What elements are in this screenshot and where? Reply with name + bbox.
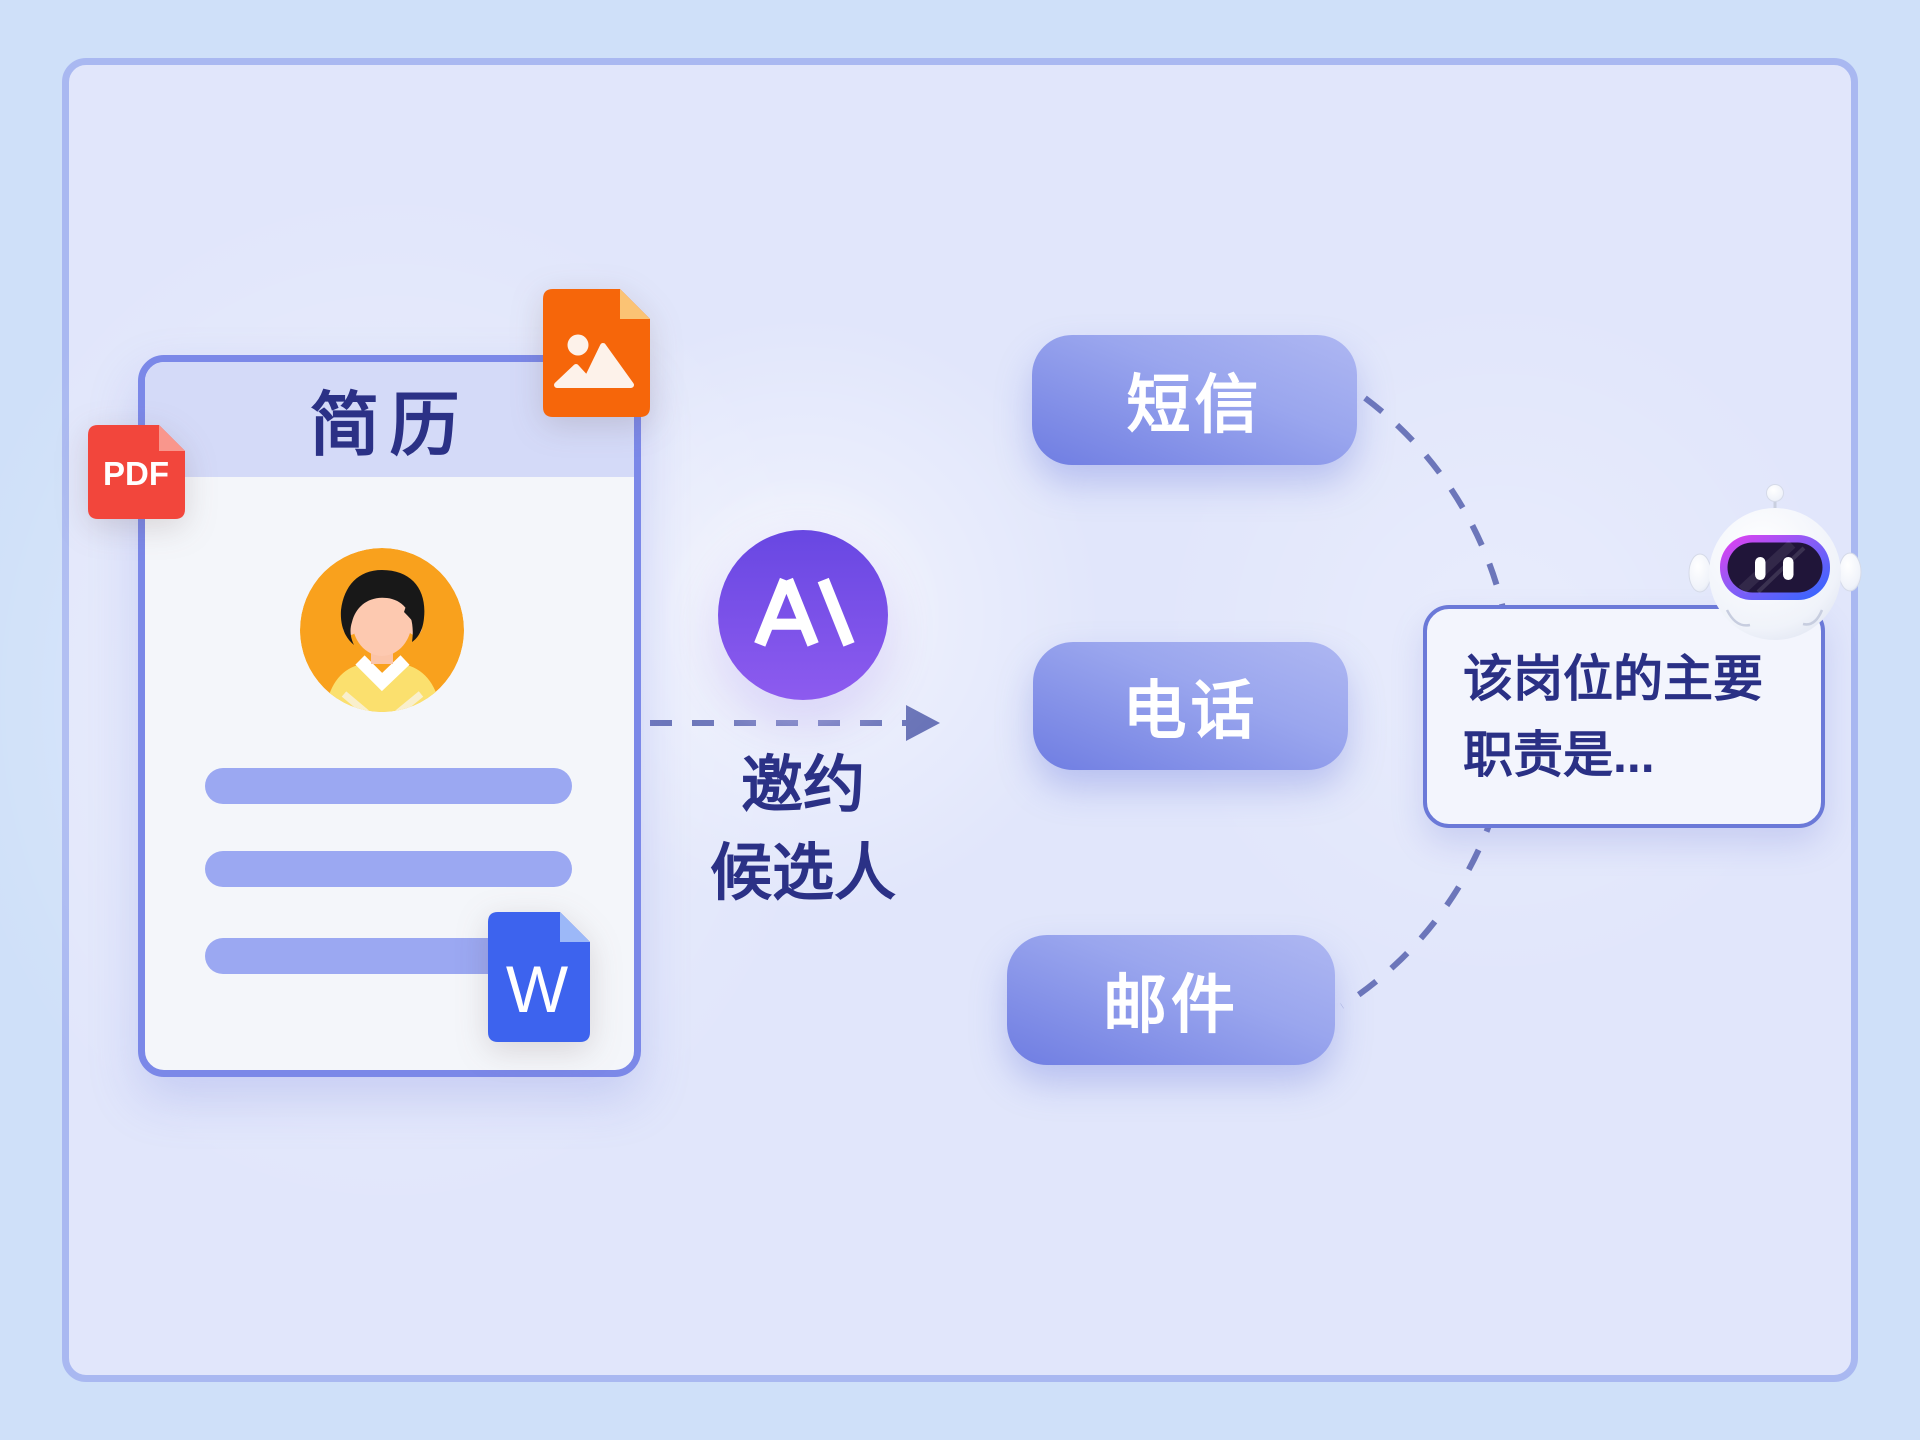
image-file-icon: [543, 289, 650, 417]
channel-pill-email: 邮件: [1007, 935, 1335, 1065]
channel-phone-label: 电话: [1122, 675, 1259, 747]
bubble-line2: 职责是...: [1463, 726, 1655, 783]
word-label: W: [506, 952, 569, 1026]
ai-step-caption: 邀约 候选人: [603, 742, 1003, 918]
resume-text-line: [205, 768, 572, 804]
resume-title: 简历: [309, 386, 470, 464]
ai-caption-line1: 邀约: [740, 751, 865, 820]
ai-badge: [718, 530, 888, 700]
word-file-icon: W: [488, 912, 590, 1042]
channel-pill-phone: 电话: [1033, 642, 1348, 770]
channel-pill-sms: 短信: [1032, 335, 1357, 465]
robot-head-icon: [1688, 484, 1862, 640]
person-avatar: [300, 548, 464, 712]
channel-email-label: 邮件: [1103, 969, 1239, 1041]
ai-caption-line2: 候选人: [709, 839, 896, 908]
a-slash-logo-icon: [754, 577, 855, 647]
channel-sms-label: 短信: [1126, 369, 1263, 441]
pdf-file-icon: PDF: [88, 425, 185, 519]
pdf-label: PDF: [103, 455, 169, 492]
resume-text-line: [205, 851, 572, 887]
